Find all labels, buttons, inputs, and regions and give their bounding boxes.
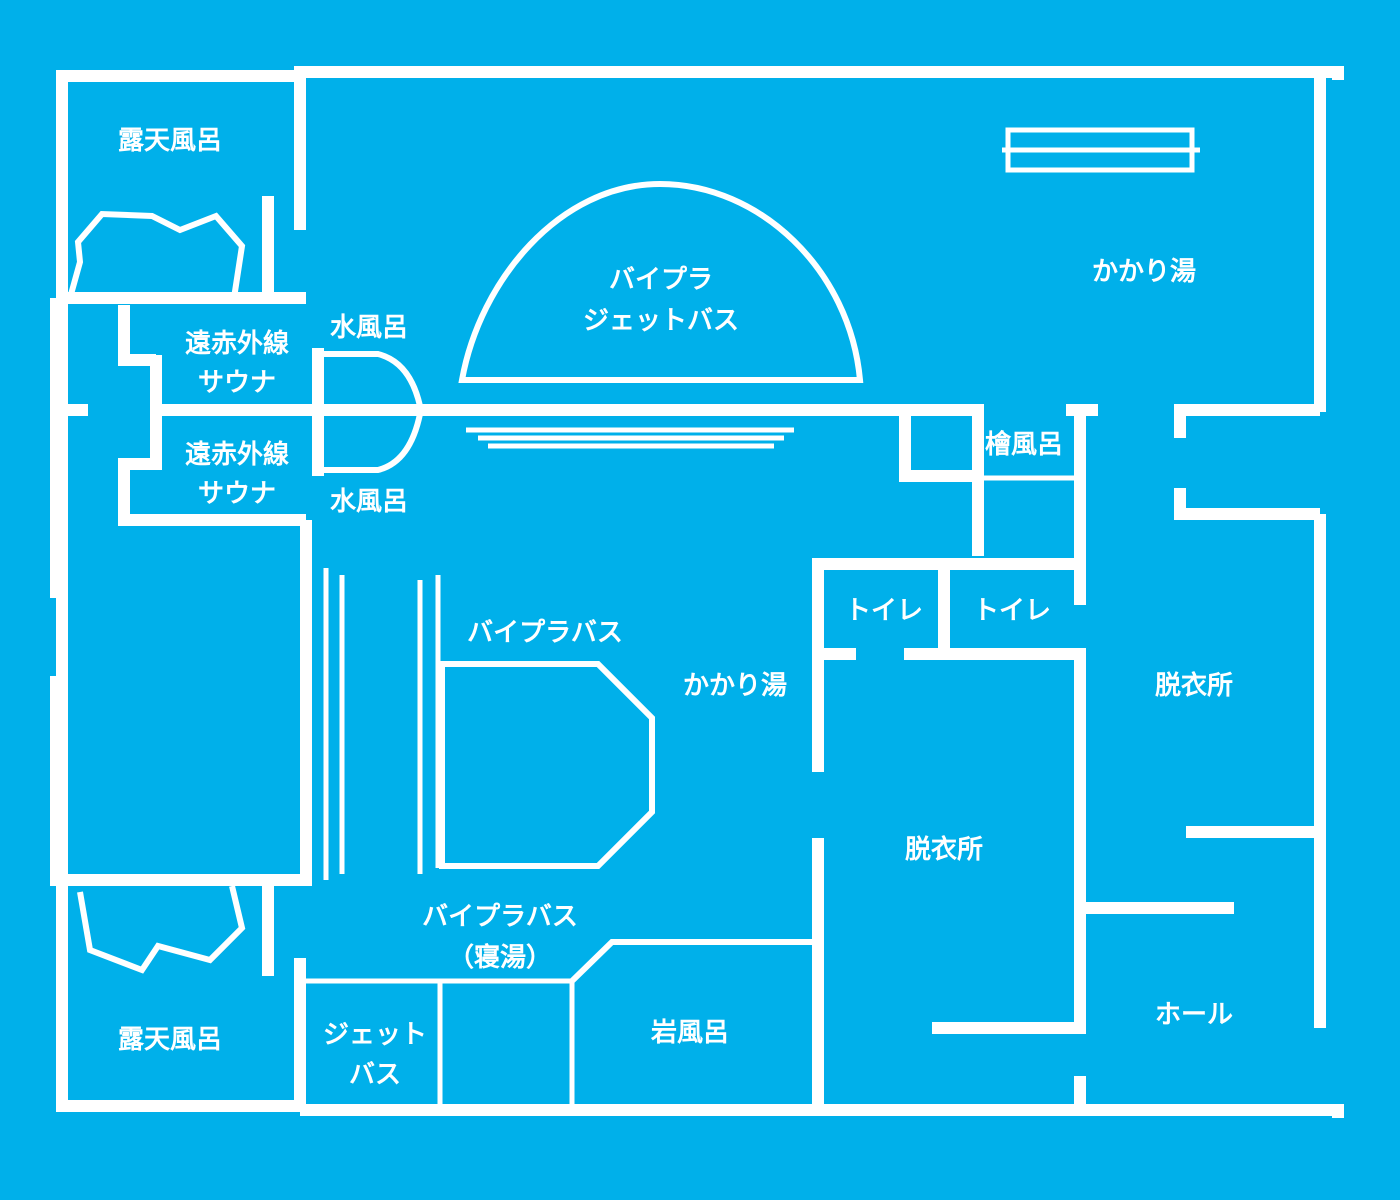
walls bbox=[50, 66, 1344, 1118]
label-sauna-top-2: サウナ bbox=[198, 368, 276, 398]
label-sauna-bottom-2: サウナ bbox=[198, 479, 276, 509]
cold-bath-top-tub bbox=[322, 351, 423, 407]
labels: 露天風呂 遠赤外線 サウナ 水風呂 遠赤外線 サウナ 水風呂 バイプラ ジェット… bbox=[118, 126, 1233, 1090]
label-changing-room-center: 脱衣所 bbox=[905, 834, 983, 865]
vibra-bath-tub bbox=[439, 661, 655, 869]
label-vibra-jet-2: ジェットバス bbox=[583, 306, 739, 336]
label-cold-bath-bottom: 水風呂 bbox=[330, 487, 408, 517]
label-rock-bath: 岩風呂 bbox=[650, 1018, 729, 1048]
fixtures bbox=[67, 127, 1200, 984]
label-jet-bath-1: ジェット bbox=[323, 1020, 427, 1050]
label-kakariyu-center: かかり湯 bbox=[683, 671, 787, 701]
label-toilet-left: トイレ bbox=[845, 596, 923, 626]
label-vibra-jet-1: バイプラ bbox=[609, 265, 713, 295]
vibra-jet-tub bbox=[458, 180, 864, 383]
label-changing-room-right: 脱衣所 bbox=[1155, 670, 1233, 701]
cold-bath-bottom-tub bbox=[322, 413, 423, 473]
label-sauna-top-1: 遠赤外線 bbox=[185, 328, 289, 359]
label-toilet-right: トイレ bbox=[973, 596, 1051, 626]
outdoor-rock-pool-top bbox=[67, 210, 246, 299]
rock-bath-tub bbox=[569, 939, 812, 984]
label-hinoki-bath: 檜風呂 bbox=[985, 429, 1063, 460]
outdoor-rock-pool-bottom bbox=[77, 885, 246, 974]
label-vibra-bath-lying-2: （寝湯） bbox=[448, 942, 552, 973]
label-cold-bath-top: 水風呂 bbox=[330, 313, 408, 343]
label-kakariyu-top: かかり湯 bbox=[1092, 257, 1196, 287]
label-outdoor-bath-bottom: 露天風呂 bbox=[118, 1025, 222, 1055]
label-vibra-bath-lying-1: バイプラバス bbox=[422, 902, 578, 932]
label-jet-bath-2: バス bbox=[349, 1060, 401, 1090]
label-outdoor-bath-top: 露天風呂 bbox=[118, 126, 222, 156]
label-hall: ホール bbox=[1155, 1000, 1233, 1030]
label-sauna-bottom-1: 遠赤外線 bbox=[185, 439, 289, 470]
label-vibra-bath: バイプラバス bbox=[467, 618, 623, 648]
